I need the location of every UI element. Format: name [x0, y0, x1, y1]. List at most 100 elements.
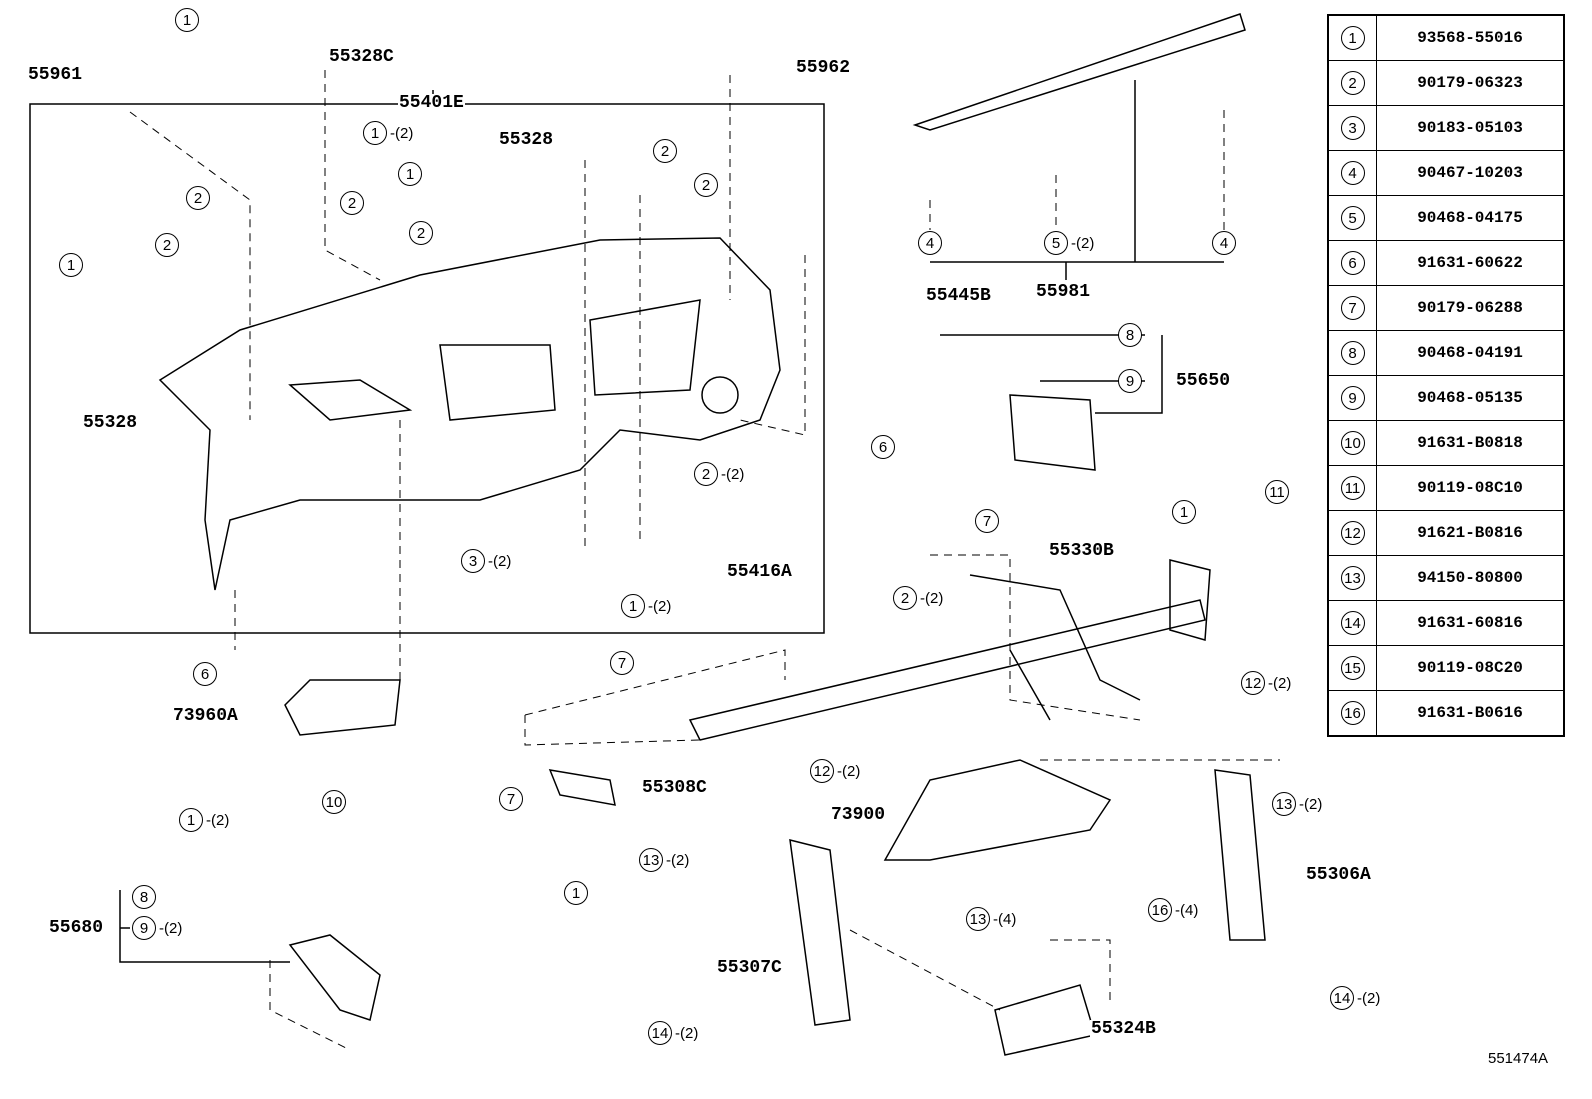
part-number: 91631-B0616	[1376, 690, 1565, 737]
callout: 6	[871, 435, 895, 459]
callout-number: 14	[648, 1021, 672, 1045]
dashed-leader	[524, 715, 701, 746]
ref-number: 5	[1340, 206, 1365, 230]
part-number: 90179-06288	[1376, 285, 1565, 331]
callout-number: 2	[694, 173, 718, 197]
part-label: 55416A	[726, 562, 793, 582]
callout: 9-(2)	[132, 916, 182, 940]
reinforcement-shape	[688, 599, 1206, 741]
panel-opening	[288, 379, 413, 421]
callout-number: 13	[966, 907, 990, 931]
callout-quantity: -(2)	[1357, 989, 1381, 1007]
callout-quantity: -(2)	[920, 589, 944, 607]
safety-pad-shape	[912, 13, 1246, 131]
ref-number: 14	[1340, 611, 1365, 635]
dashed-leader	[324, 70, 381, 281]
callout: 1	[175, 8, 199, 32]
callout: 14-(2)	[1330, 986, 1380, 1010]
callout-quantity: -(2)	[1071, 234, 1095, 252]
panel-opening	[439, 344, 556, 421]
ref-cell: 2	[1327, 60, 1377, 106]
callout-number: 9	[132, 916, 156, 940]
callout-quantity: -(2)	[159, 919, 183, 937]
callout-number: 7	[499, 787, 523, 811]
part-label: 55445B	[925, 286, 992, 306]
ref-number: 9	[1340, 386, 1365, 410]
dashed-leader	[929, 110, 1225, 230]
callout-number: 7	[610, 651, 634, 675]
callout-number: 1	[621, 594, 645, 618]
callout: 2-(2)	[893, 586, 943, 610]
part-number: 91631-60622	[1376, 240, 1565, 286]
callout: 5-(2)	[1044, 231, 1094, 255]
callout: 1-(2)	[621, 594, 671, 618]
ref-number: 1	[1340, 26, 1365, 50]
parts-table-row: 16 91631-B0616	[1327, 690, 1565, 737]
callout-number: 12	[810, 759, 834, 783]
callout-number: 7	[975, 509, 999, 533]
callout: 8	[132, 885, 156, 909]
callout: 7	[975, 509, 999, 533]
ref-cell: 15	[1327, 645, 1377, 691]
callout: 10	[322, 790, 346, 814]
callout-quantity: -(2)	[666, 851, 690, 869]
brace-55307C-shape	[789, 839, 851, 1026]
callout-number: 2	[653, 139, 677, 163]
ref-cell: 1	[1327, 14, 1377, 61]
callout-number: 2	[409, 221, 433, 245]
callout-quantity: -(2)	[1268, 674, 1292, 692]
callout-quantity: -(2)	[721, 465, 745, 483]
callout: 2	[340, 191, 364, 215]
callout: 1	[564, 881, 588, 905]
callout: 4	[918, 231, 942, 255]
ref-cell: 16	[1327, 690, 1377, 737]
callout: 1	[398, 162, 422, 186]
callout-quantity: -(2)	[488, 552, 512, 570]
bracket-line	[930, 80, 1224, 280]
part-number: 90468-04191	[1376, 330, 1565, 376]
part-label: 55306A	[1305, 865, 1372, 885]
callout: 1	[59, 253, 83, 277]
callout: 2	[155, 233, 179, 257]
callout-number: 8	[132, 885, 156, 909]
callout: 12-(2)	[1241, 671, 1291, 695]
callout: 8	[1118, 323, 1142, 347]
callout-number: 6	[871, 435, 895, 459]
part-number: 91631-60816	[1376, 600, 1565, 646]
part-label: 55324B	[1090, 1019, 1157, 1039]
callout: 16-(4)	[1148, 898, 1198, 922]
ref-number: 16	[1340, 701, 1365, 725]
part-label: 55962	[795, 58, 852, 78]
callout-number: 4	[918, 231, 942, 255]
reinforcement-bracket	[969, 574, 1141, 721]
cluster-opening	[589, 299, 701, 396]
callout-quantity: -(2)	[675, 1024, 699, 1042]
ref-cell: 9	[1327, 375, 1377, 421]
callout-quantity: -(2)	[837, 762, 861, 780]
callout: 7	[610, 651, 634, 675]
callout-number: 13	[639, 848, 663, 872]
part-number: 90119-08C20	[1376, 645, 1565, 691]
brace-55306A-shape	[1214, 769, 1266, 941]
callout: 11	[1265, 480, 1289, 504]
ref-number: 13	[1340, 566, 1365, 590]
callout-number: 4	[1212, 231, 1236, 255]
ref-number: 2	[1340, 71, 1365, 95]
ref-number: 11	[1340, 476, 1365, 500]
ref-cell: 14	[1327, 600, 1377, 646]
callout-quantity: -(2)	[648, 597, 672, 615]
ref-number: 15	[1340, 656, 1365, 680]
register-shape	[1009, 394, 1096, 471]
callout: 13-(2)	[1272, 792, 1322, 816]
part-label: 55308C	[641, 778, 708, 798]
callout-quantity: -(4)	[993, 910, 1017, 928]
bracket-55324B-shape	[994, 984, 1096, 1056]
callout-number: 1	[59, 253, 83, 277]
